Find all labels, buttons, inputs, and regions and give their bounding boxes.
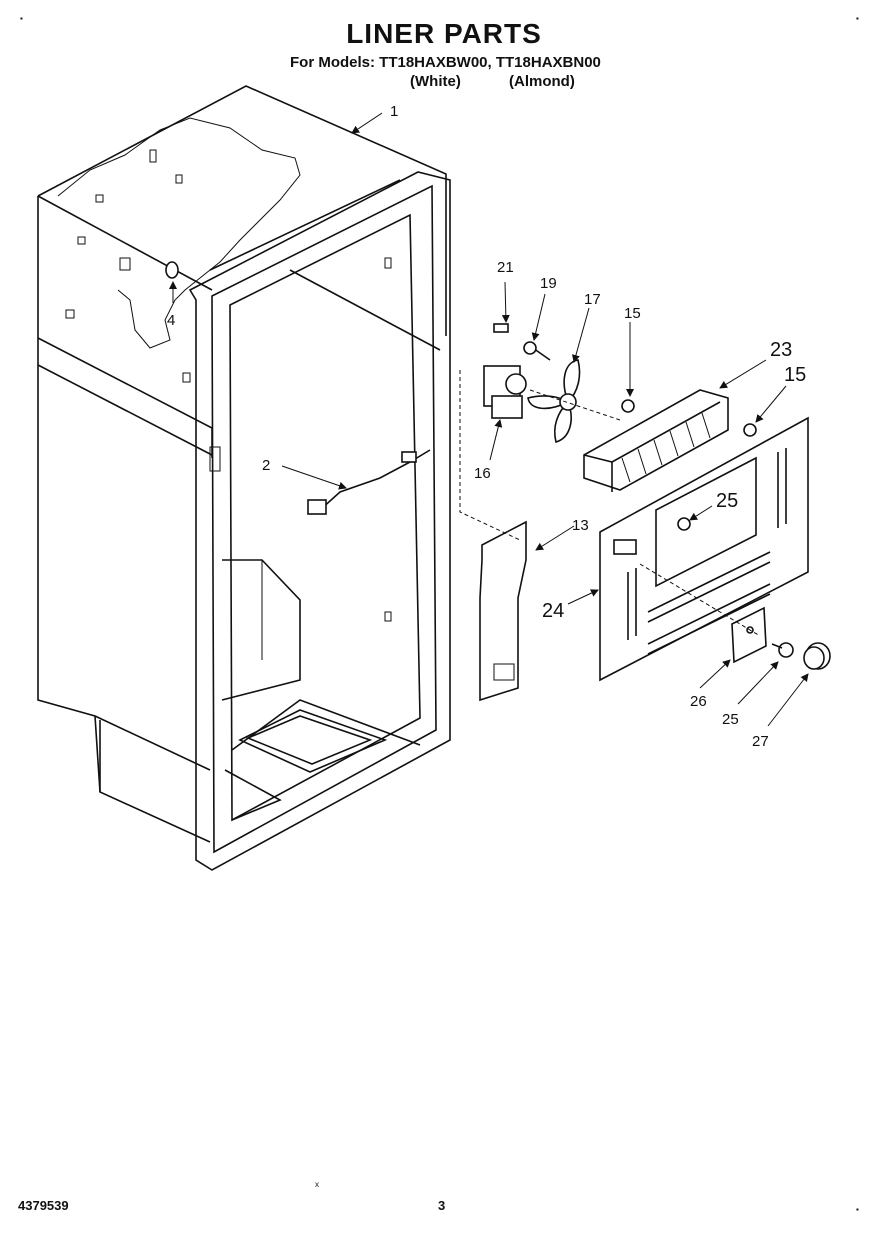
fan-blade [527, 359, 581, 443]
callout-16: 16 [474, 465, 491, 482]
wire-harness [307, 449, 431, 515]
register-mark: x [315, 1180, 319, 1189]
fan-motor-assembly [483, 323, 551, 419]
page-number: 3 [438, 1198, 446, 1213]
clip-part-4 [165, 261, 179, 279]
callout-13: 13 [572, 517, 589, 534]
callout-15-left: 15 [624, 305, 641, 322]
air-duct-part-23 [583, 389, 729, 492]
duct-cover-part-13 [479, 520, 527, 702]
corner-mark: ▪ [856, 1205, 859, 1214]
callout-24: 24 [542, 600, 564, 622]
callout-19: 19 [540, 275, 557, 292]
callout-25-lower: 25 [722, 711, 739, 728]
corner-mark: ▪ [20, 14, 23, 23]
model-variants: (White) (Almond) [410, 73, 601, 90]
callout-leaders [169, 112, 809, 727]
screw-part-15 [621, 399, 757, 437]
callout-1: 1 [390, 103, 398, 120]
assembly-line [529, 389, 621, 421]
variant-white: (White) [410, 73, 461, 90]
assembly-line [459, 370, 521, 541]
callout-25-upper: 25 [716, 490, 738, 512]
assembly-line [639, 563, 761, 637]
callout-23: 23 [770, 339, 792, 361]
callout-15-right: 15 [784, 364, 806, 386]
callout-2: 2 [262, 457, 270, 474]
callout-17: 17 [584, 291, 601, 308]
cover-plate-part-26 [731, 606, 767, 664]
corner-mark: ▪ [856, 14, 859, 23]
document-number: 4379539 [18, 1198, 69, 1213]
callout-21: 21 [497, 259, 514, 276]
screw-part-25 [771, 642, 794, 658]
callout-26: 26 [690, 693, 707, 710]
rear-panel-part-24 [599, 416, 809, 682]
page-title: LINER PARTS [346, 18, 542, 49]
liner-cabinet [37, 85, 451, 871]
callout-27: 27 [752, 733, 769, 750]
screw-part-25-upper [677, 517, 691, 531]
variant-almond: (Almond) [509, 73, 575, 90]
knob-part-27 [803, 642, 831, 670]
callout-4: 4 [167, 312, 175, 329]
models-line: For Models: TT18HAXBW00, TT18HAXBN00 [290, 54, 601, 71]
